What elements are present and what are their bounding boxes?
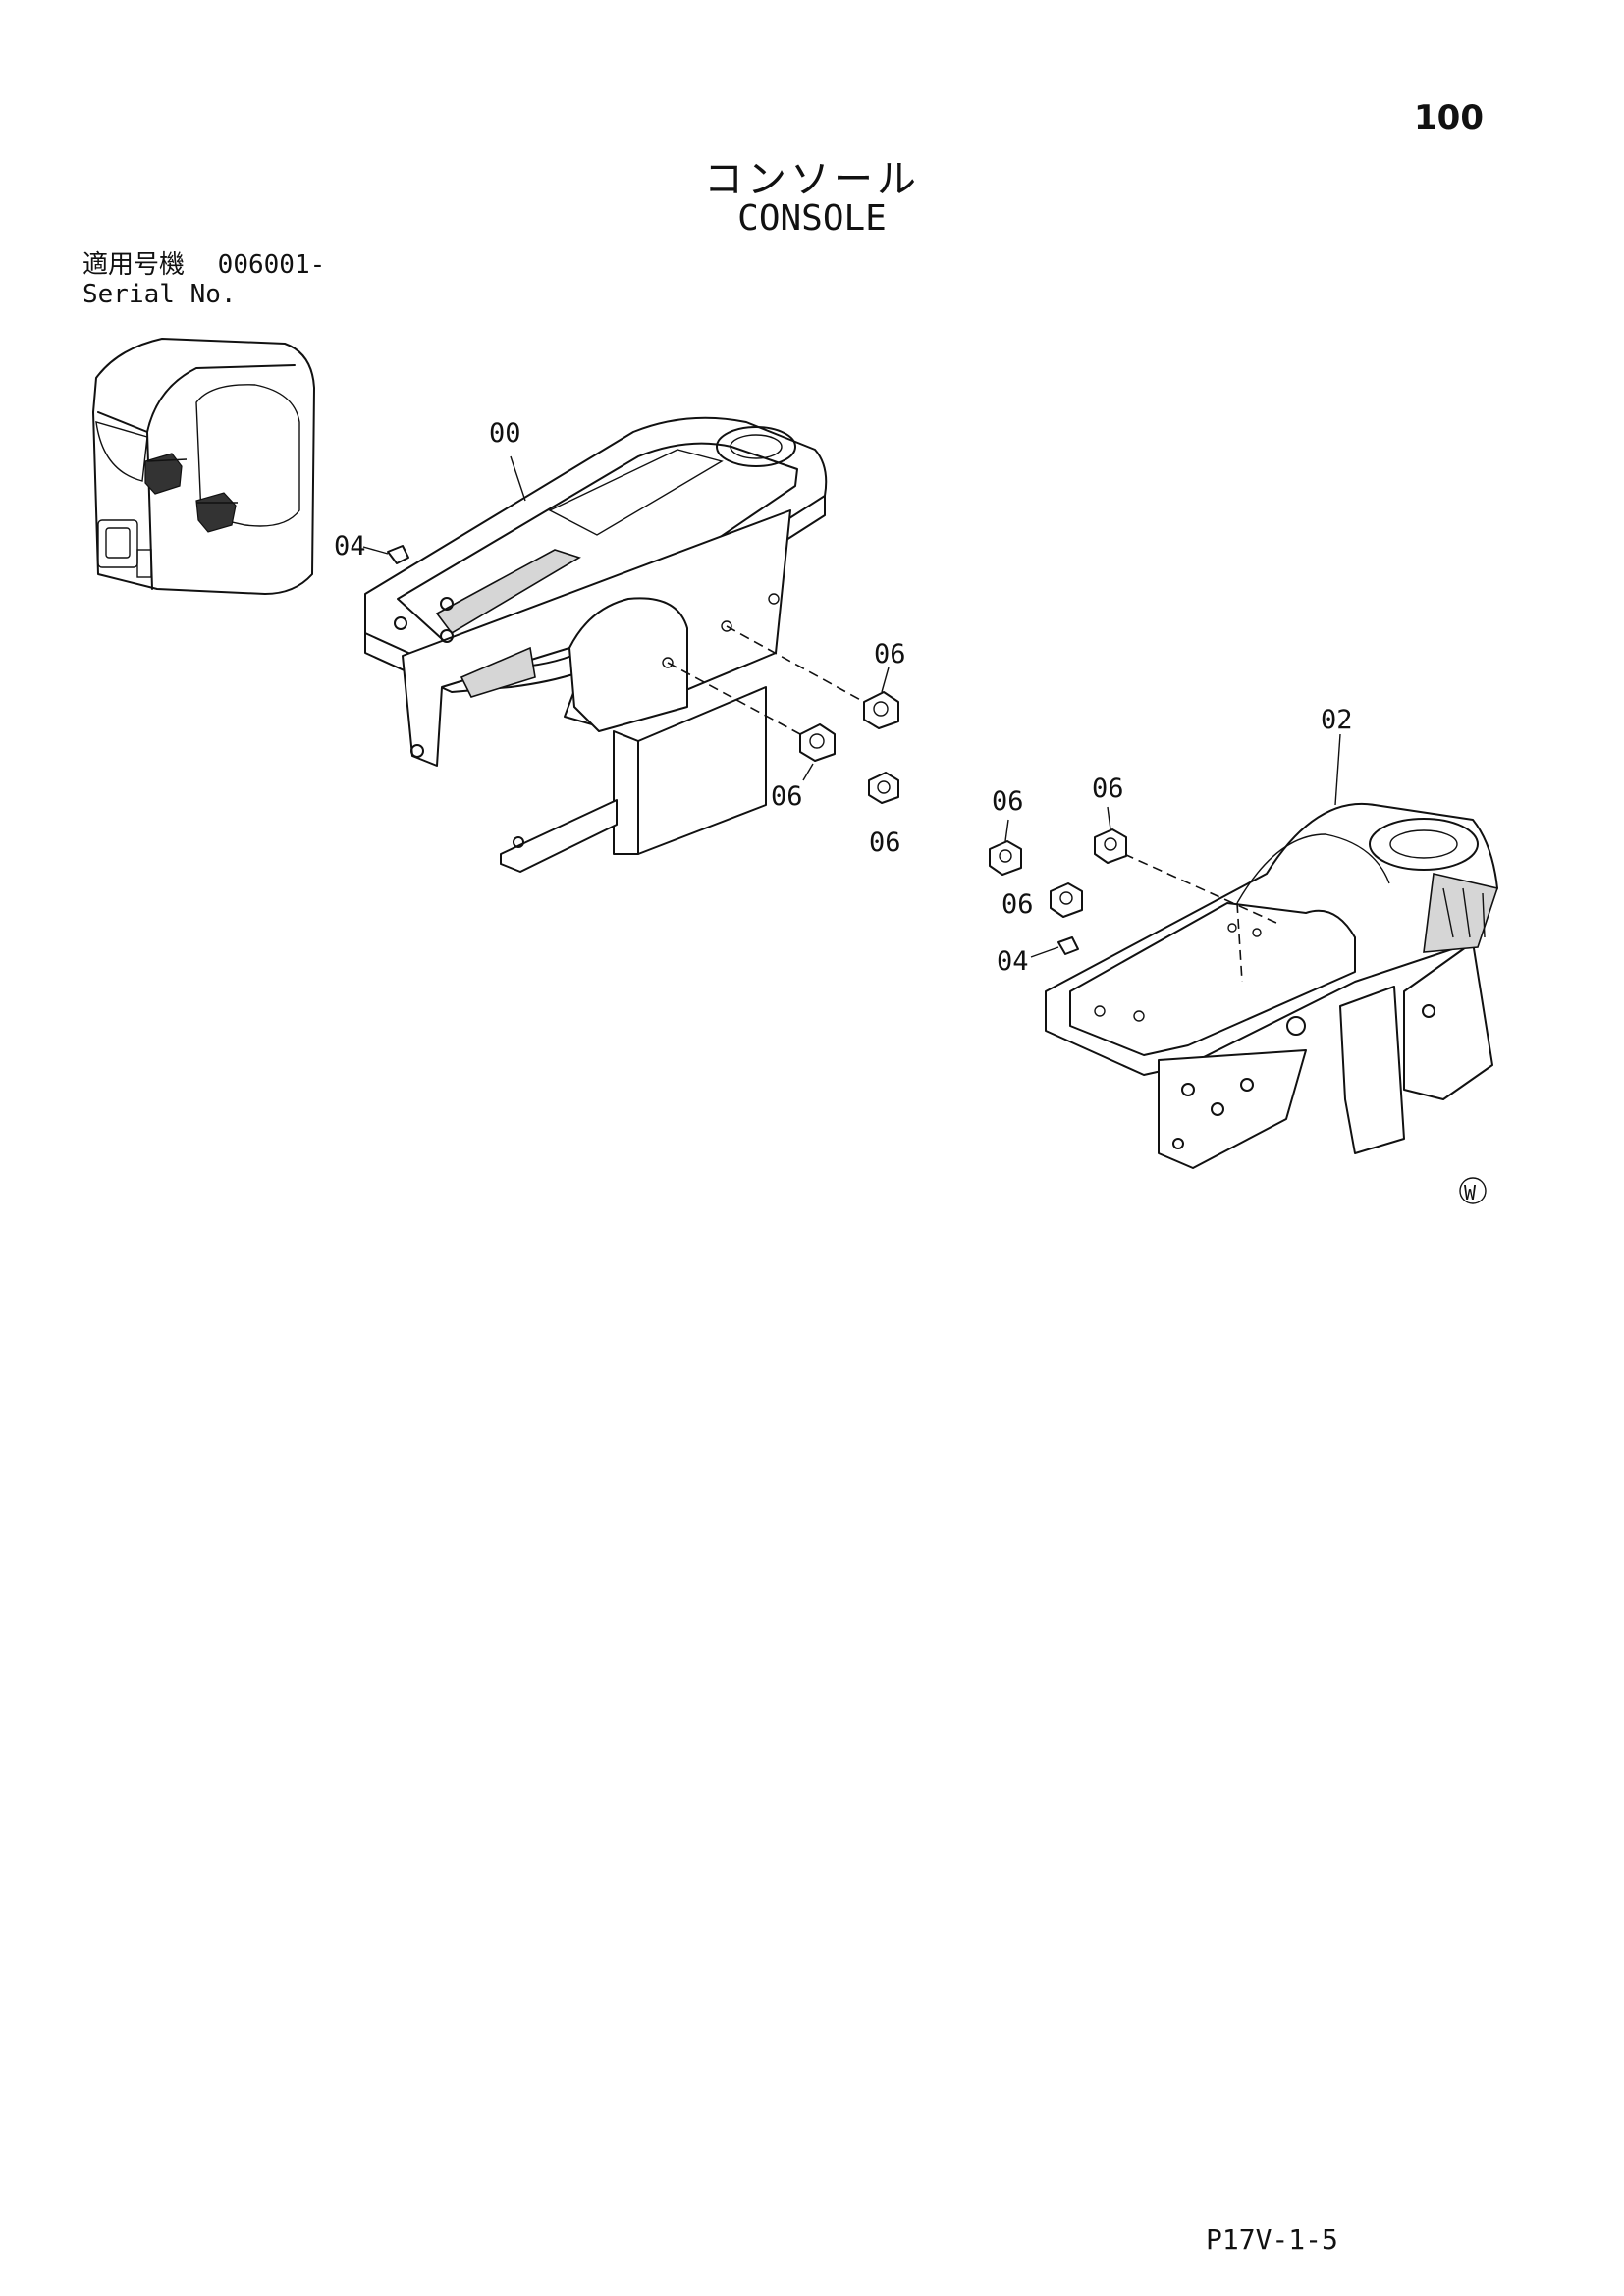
callout-left-bolt-c: 06	[869, 828, 901, 858]
serial-value: 006001-	[217, 250, 326, 280]
callout-right-bolt-b: 06	[992, 786, 1024, 817]
callout-right-bolt-a: 06	[1092, 774, 1124, 804]
callout-right-plate: 04	[997, 946, 1029, 977]
corner-mark-w: W	[1464, 1181, 1477, 1204]
console-left-drawing	[364, 416, 865, 873]
serial-label-english: Serial No.	[82, 280, 237, 309]
bolt-right-a	[1094, 828, 1127, 864]
serial-block: 適用号機 006001- Serial No.	[82, 250, 325, 309]
callout-left-bolt-b: 06	[771, 781, 803, 812]
callout-right-bolt-c: 06	[1001, 889, 1034, 920]
bolt-right-b	[989, 840, 1022, 876]
bolt-left-b	[799, 723, 836, 762]
callout-left-bolt-a: 06	[874, 639, 906, 669]
bolt-left-a	[863, 691, 899, 729]
footer-page-code: P17V-1-5	[1206, 2223, 1338, 2256]
page-title-japanese: コンソール	[704, 157, 920, 202]
bolt-left-c	[868, 772, 899, 804]
plate-left-04	[387, 545, 409, 564]
bolt-right-c	[1050, 882, 1083, 918]
callout-left-plate: 04	[334, 531, 366, 561]
callout-right-console: 02	[1321, 705, 1353, 735]
cab-locator-thumbnail	[92, 338, 315, 595]
serial-label-japanese: 適用号機	[82, 250, 186, 280]
page-number: 100	[1414, 98, 1484, 137]
callout-left-console: 00	[489, 418, 521, 449]
plate-right-04	[1057, 936, 1079, 955]
page-title-english: CONSOLE	[737, 198, 887, 239]
console-right-drawing	[1045, 802, 1499, 1169]
